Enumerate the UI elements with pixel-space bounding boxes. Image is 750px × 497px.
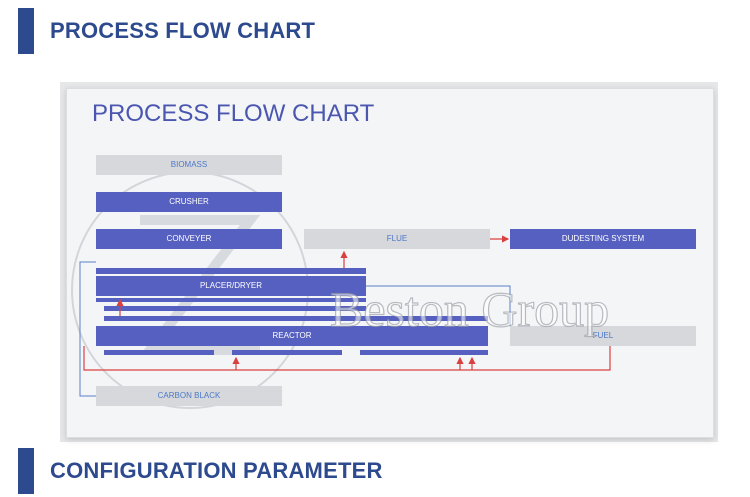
- connector-placer-to-fuel: [366, 285, 511, 326]
- label-crusher: CRUSHER: [169, 197, 209, 206]
- connector-placer-to-carbon: [79, 261, 96, 397]
- node-conveyer: [96, 229, 282, 249]
- placer-bottom-rail: [96, 298, 366, 302]
- section-accent-bar: [18, 448, 34, 494]
- arrow-fuel-loop: [83, 346, 611, 371]
- section-title: CONFIGURATION PARAMETER: [50, 458, 383, 483]
- label-dudesting-system: DUDESTING SYSTEM: [561, 234, 645, 243]
- label-carbon-black: CARBON BLACK: [157, 391, 221, 400]
- placer-lower-rail: [104, 306, 366, 311]
- node-flue: [304, 229, 490, 249]
- section-header-configuration: CONFIGURATION PARAMETER: [18, 448, 383, 494]
- reactor-top-rail: [104, 316, 488, 321]
- label-placer-dryer: PLACER/DRYER: [199, 281, 263, 290]
- label-conveyer: CONVEYER: [166, 234, 212, 243]
- label-biomass: BIOMASS: [170, 160, 208, 169]
- node-carbon-black: [96, 386, 282, 406]
- diagram-panel: [66, 88, 714, 438]
- node-crusher: [96, 192, 282, 212]
- node-reactor: [96, 326, 488, 346]
- diagram-title: PROCESS FLOW CHART: [92, 100, 375, 127]
- section-header-process-flow: PROCESS FLOW CHART: [18, 8, 315, 54]
- label-flue: FLUE: [386, 234, 408, 243]
- node-fuel: [510, 326, 696, 346]
- node-biomass: [96, 155, 282, 175]
- section-accent-bar: [18, 8, 34, 54]
- reactor-bottom-rail-right: [360, 350, 488, 355]
- section-title: PROCESS FLOW CHART: [50, 18, 316, 43]
- node-placer-dryer: [96, 276, 366, 296]
- label-reactor: REACTOR: [272, 331, 312, 340]
- label-fuel: FUEL: [592, 331, 614, 340]
- watermark-text: Beston Group: [329, 280, 610, 337]
- reactor-bottom-rail-mid: [232, 350, 342, 355]
- placer-top-rail: [96, 268, 366, 274]
- node-dudesting-system: [510, 229, 696, 249]
- reactor-bottom-rail-left: [104, 350, 214, 355]
